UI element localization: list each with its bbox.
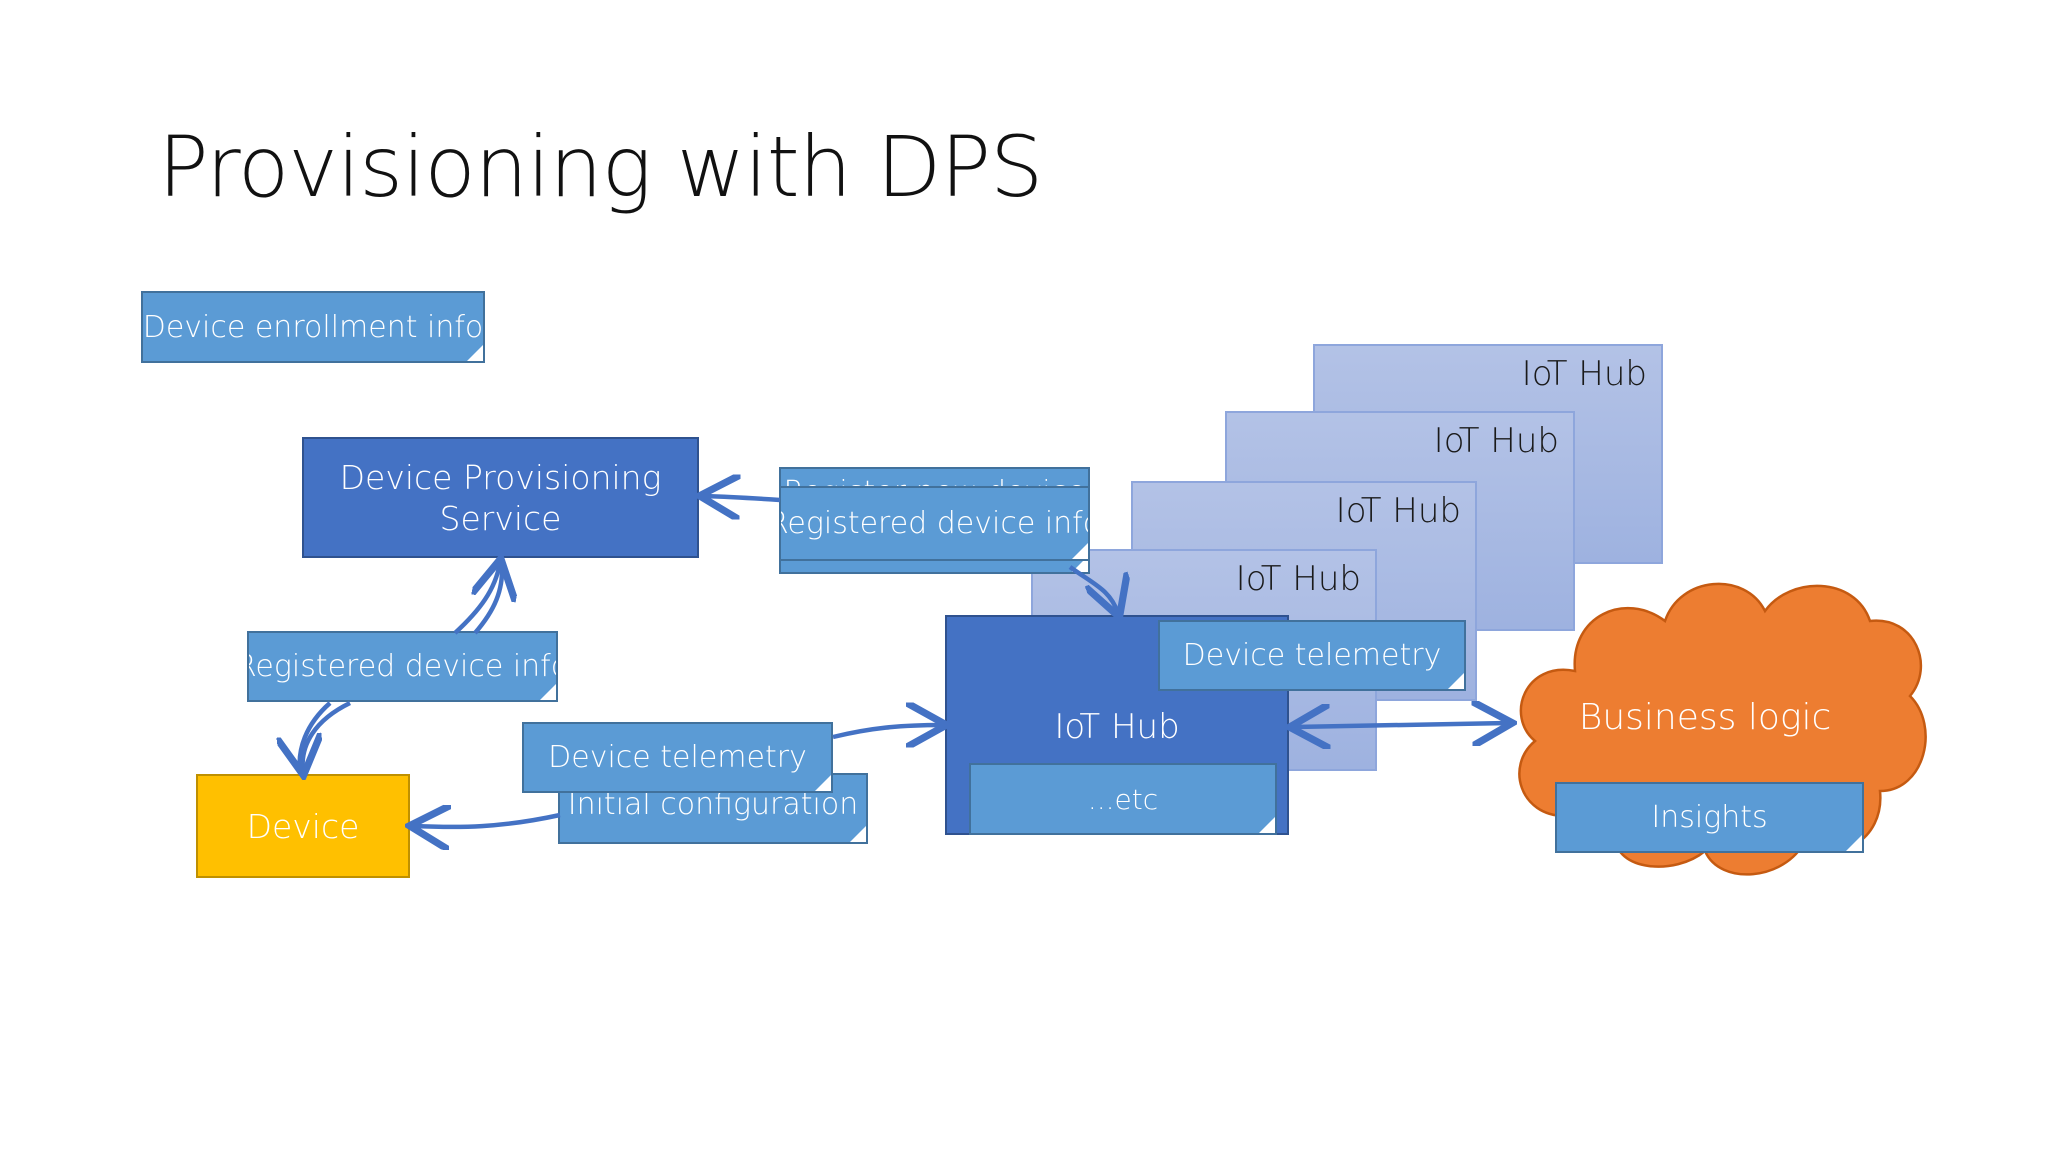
note-label: Registered device info [247, 649, 558, 684]
device-telemetry-note-hub: Device telemetry [1158, 620, 1466, 691]
registered-device-info-note-top: Registered device info [779, 486, 1090, 561]
arrow-telemetry-to-hub [832, 725, 942, 737]
slide-title: Provisioning with DPS [158, 118, 1043, 216]
registered-device-info-note-left: Registered device info [247, 631, 558, 702]
stacked-iot-hub-label: IoT Hub [1433, 421, 1559, 461]
iot-hub-main-label: IoT Hub [1054, 707, 1180, 747]
dps-label-line1: Device Provisioning [339, 457, 662, 497]
etc-note: ...etc [969, 763, 1277, 835]
stacked-iot-hub-label: IoT Hub [1521, 354, 1647, 394]
arrow-hub-business-logic [1294, 723, 1508, 727]
note-label: Device telemetry [548, 740, 807, 775]
stacked-iot-hub-label: IoT Hub [1335, 491, 1461, 531]
arrow-config-to-device [414, 815, 561, 827]
business-logic-label: Business logic [1579, 697, 1832, 738]
note-label: Registered device info [779, 506, 1090, 541]
device-telemetry-note-left: Device telemetry [522, 722, 833, 793]
stacked-iot-hub-label: IoT Hub [1235, 559, 1361, 599]
note-label: Device enrollment info [142, 309, 484, 345]
note-label: Insights [1651, 800, 1768, 835]
insights-note: Insights [1555, 782, 1864, 853]
note-label: Device telemetry [1182, 638, 1442, 673]
arrow-registered-left-to-dps-1 [453, 563, 500, 635]
device-enrollment-info-note: Device enrollment info [141, 291, 485, 363]
arrow-registered-left-to-device-1 [303, 700, 351, 771]
arrow-registered-to-hub [1068, 565, 1118, 613]
arrow-registered-left-to-device-2 [297, 701, 332, 771]
arrow-registered-left-to-dps-2 [473, 565, 505, 635]
device-label: Device [246, 806, 360, 846]
arrow-register-to-dps [704, 496, 781, 500]
dps-label-line2: Service [439, 498, 562, 538]
note-label: ...etc [1087, 782, 1159, 816]
